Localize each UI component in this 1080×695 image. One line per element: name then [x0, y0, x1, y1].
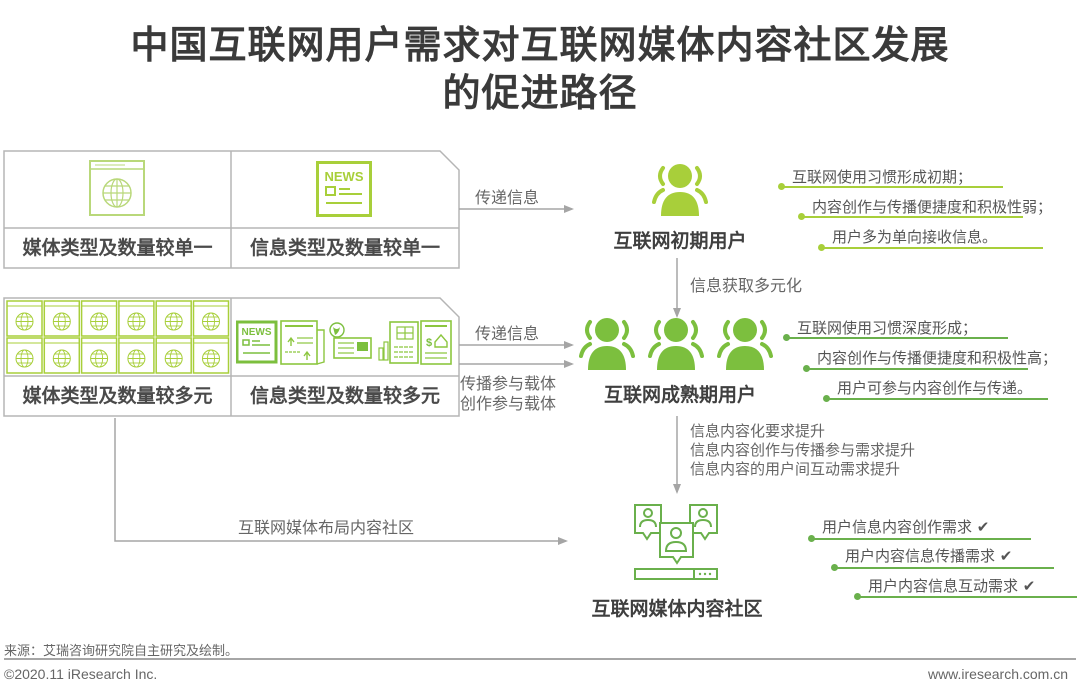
stage3-note: 用户信息内容创作需求 ✔: [822, 516, 989, 537]
stage1-info-label: 信息类型及数量较单一: [249, 237, 440, 259]
source-note: 来源：艾瑞咨询研究院自主研究及绘制。: [4, 644, 239, 659]
user-icon: [579, 318, 635, 370]
browser-globe-icon: [43, 300, 81, 337]
browser-globe-icon: [155, 337, 192, 374]
page-title-line-1: 中国互联网用户需求对互联网媒体内容社区发展: [130, 23, 950, 67]
stage2-arrow-label-bottom-1: 传播参与载体: [460, 374, 557, 393]
note-underline: [834, 567, 1054, 569]
transition2-item: 信息内容的用户间互动需求提升: [690, 460, 901, 478]
community-icon: [633, 503, 721, 583]
browser-globe-icon: [118, 337, 155, 374]
svg-text:$: $: [426, 337, 432, 349]
news-badge: NEWS: [325, 169, 364, 184]
transition2-labels: 信息内容化要求提升 信息内容创作与传播参与需求提升 信息内容的用户间互动需求提升: [690, 422, 915, 479]
note-underline: [786, 337, 1008, 339]
user-icon: [648, 318, 704, 370]
note-underline: [801, 216, 1023, 218]
news-badge-small: NEWS: [242, 327, 272, 338]
stage3-note-text: 用户信息内容创作需求: [822, 518, 973, 536]
browser-globe-icon: [89, 160, 145, 216]
browser-globe-icon: [192, 300, 230, 337]
news-icons-row: NEWS $: [236, 318, 454, 368]
browser-globe-icon: [80, 300, 118, 337]
stage3-note: 用户内容信息互动需求 ✔: [868, 575, 1035, 596]
page-title-line-2: 的促进路径: [442, 71, 638, 115]
browser-globe-icon: [118, 300, 155, 337]
browser-globe-icon: [43, 337, 81, 374]
website-link[interactable]: www.iresearch.com.cn: [927, 666, 1068, 682]
copyright: ©2020.11 iResearch Inc.: [4, 666, 158, 682]
note-underline: [811, 538, 1031, 540]
check-icon: ✔: [976, 518, 990, 536]
browser-globe-grid: [6, 300, 230, 374]
stage3-note-text: 用户内容信息互动需求: [868, 577, 1019, 595]
note-underline: [806, 368, 1028, 370]
browser-globe-icon: [192, 337, 230, 374]
stage1-media-label: 媒体类型及数量较单一: [22, 237, 213, 259]
transition2-item: 信息内容创作与传播参与需求提升: [690, 441, 916, 459]
browser-globe-icon: [6, 337, 43, 374]
stage2-info-label: 信息类型及数量较多元: [249, 385, 440, 407]
stage2-node-label: 互联网成熟期用户: [603, 384, 756, 406]
stage3-note-text: 用户内容信息传播需求: [845, 547, 996, 565]
stage2-arrow-label-bottom: 传播参与载体 创作参与载体: [460, 374, 556, 414]
browser-globe-icon: [80, 337, 118, 374]
stage2-media-label: 媒体类型及数量较多元: [22, 385, 213, 407]
check-icon: ✔: [999, 547, 1013, 565]
transition1-label: 信息获取多元化: [690, 276, 803, 295]
stage1-node-label: 互联网初期用户: [613, 230, 747, 252]
stage2-note: 用户可参与内容创作与传递。: [837, 379, 1033, 397]
stage3-arrow-label: 互联网媒体布局内容社区: [238, 518, 415, 537]
stage3-node-label: 互联网媒体内容社区: [591, 598, 763, 620]
stage2-arrow-label-bottom-2: 创作参与载体: [460, 394, 557, 413]
browser-globe-icon: [6, 300, 43, 337]
stage1-note: 互联网使用习惯形成初期；: [792, 168, 973, 186]
stage3-note: 用户内容信息传播需求 ✔: [845, 545, 1012, 566]
browser-globe-icon: [155, 300, 192, 337]
transition2-item: 信息内容化要求提升: [690, 422, 826, 440]
stage2-note: 互联网使用习惯深度形成；: [797, 319, 978, 337]
note-underline: [781, 186, 1003, 188]
user-icon: [651, 160, 709, 216]
stage1-arrow-label: 传递信息: [475, 188, 540, 207]
note-underline: [857, 596, 1077, 598]
stage2-note: 内容创作与传播便捷度和积极性高；: [817, 349, 1058, 367]
arrow-stage3: [114, 418, 568, 545]
user-group-icon: [578, 314, 778, 370]
note-underline: [826, 398, 1048, 400]
check-icon: ✔: [1022, 577, 1036, 595]
newspaper-icon: NEWS: [316, 161, 372, 217]
user-icon: [717, 318, 773, 370]
stage1-note: 内容创作与传播便捷度和积极性弱；: [812, 198, 1053, 216]
note-underline: [821, 247, 1043, 249]
stage1-note: 用户多为单向接收信息。: [832, 228, 998, 246]
stage2-arrow-label-top: 传递信息: [475, 324, 540, 343]
